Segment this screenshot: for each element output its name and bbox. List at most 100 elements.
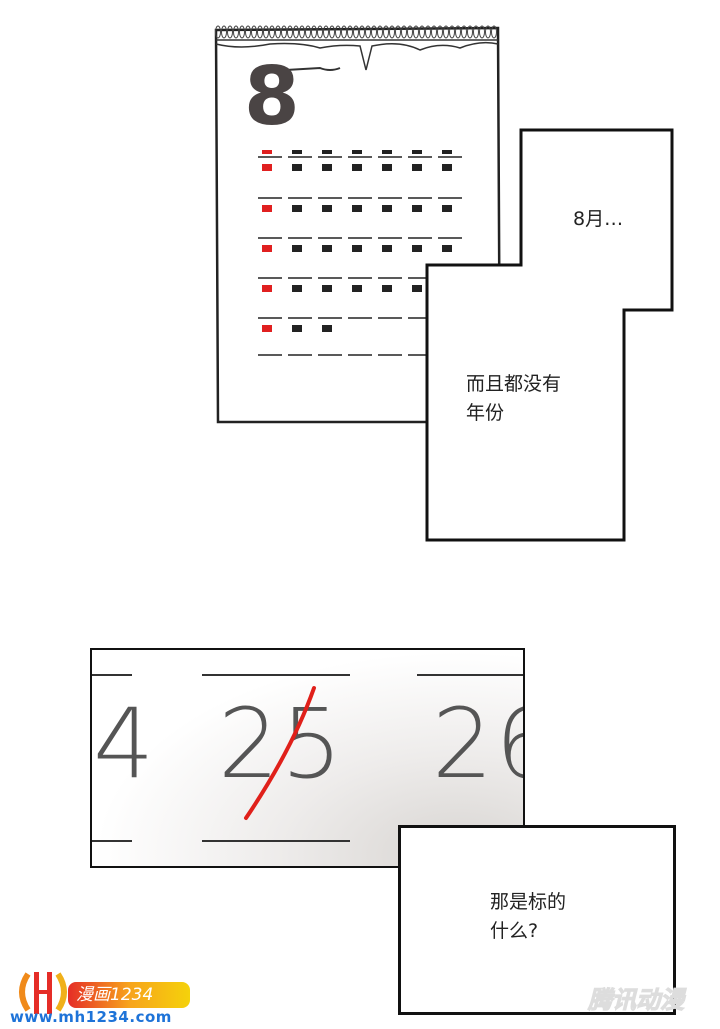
calendar-day-mark — [292, 285, 302, 292]
calendar-day-mark — [382, 205, 392, 212]
spiral-loop — [443, 25, 449, 39]
spiral-loop — [359, 25, 365, 39]
calendar-day-mark — [322, 205, 332, 212]
calendar-day-mark — [442, 245, 452, 252]
spiral-loop — [347, 25, 353, 39]
spiral-loop — [257, 25, 263, 39]
watermark: 腾讯动漫 — [588, 986, 685, 1015]
spiral-loop — [383, 25, 389, 39]
calendar-day-mark — [292, 205, 302, 212]
calendar-day-mark — [412, 150, 422, 154]
calendar-day-mark — [322, 245, 332, 252]
calendar-day-mark — [442, 164, 452, 171]
spiral-loop — [431, 25, 437, 39]
calendar-day-mark — [262, 285, 272, 292]
spiral-loop — [227, 25, 233, 39]
spiral-loop — [269, 25, 275, 39]
calendar-day-mark — [412, 164, 422, 171]
spiral-loop — [311, 25, 317, 39]
spiral-loop — [455, 25, 461, 39]
caption-question: 那是标的 什么? — [490, 891, 567, 942]
spiral-loop — [461, 25, 467, 39]
spiral-loop — [293, 25, 299, 39]
spiral-loop — [245, 25, 251, 39]
calendar-day-mark — [382, 285, 392, 292]
calendar-day-mark — [322, 285, 332, 292]
spiral-loop — [233, 25, 239, 39]
calendar-day-mark — [292, 150, 302, 154]
calendar-day-mark — [412, 205, 422, 212]
calendar-day-mark — [262, 150, 272, 154]
calendar-day-mark — [292, 325, 302, 332]
spiral-loop — [467, 25, 473, 39]
calendar-month-number: 8 — [244, 50, 300, 143]
spiral-loop — [377, 25, 383, 39]
calendar-day-mark — [262, 325, 272, 332]
calendar-day-mark — [352, 205, 362, 212]
spiral-loop — [299, 25, 305, 39]
mh1234-logo-icon — [19, 972, 67, 1014]
spiral-loop — [407, 25, 413, 39]
calendar-day-mark — [352, 285, 362, 292]
calendar-day-mark — [352, 164, 362, 171]
spiral-loop — [365, 25, 371, 39]
calendar-day-mark — [292, 164, 302, 171]
calendar-day-mark — [322, 325, 332, 332]
spiral-loop — [371, 25, 377, 39]
spiral-loop — [335, 25, 341, 39]
calendar-day-mark — [412, 245, 422, 252]
logo-url[interactable]: www.mh1234.com — [10, 1008, 172, 1026]
spiral-loop — [485, 25, 491, 39]
spiral-loop — [251, 25, 257, 39]
caption-box-question — [398, 825, 676, 1015]
spiral-loop — [287, 25, 293, 39]
calendar-day-mark — [262, 205, 272, 212]
spiral-loop — [317, 25, 323, 39]
date-25: 25 — [218, 688, 345, 800]
spiral-loop — [473, 25, 479, 39]
spiral-loop — [263, 25, 269, 39]
spiral-loop — [323, 25, 329, 39]
calendar-day-mark — [262, 245, 272, 252]
spiral-loop — [425, 25, 431, 39]
calendar-day-mark — [352, 245, 362, 252]
calendar-day-mark — [442, 205, 452, 212]
calendar-day-mark — [352, 150, 362, 154]
spiral-loop — [239, 25, 245, 39]
calendar-day-mark — [292, 245, 302, 252]
spiral-loop — [329, 25, 335, 39]
calendar-day-mark — [262, 164, 272, 171]
spiral-loop — [221, 25, 227, 39]
calendar-spiral-binding — [215, 25, 497, 39]
spiral-loop — [401, 25, 407, 39]
red-slash-mark — [244, 686, 316, 820]
spiral-loop — [413, 25, 419, 39]
spiral-loop — [491, 25, 497, 39]
date-26: 26 — [432, 688, 523, 800]
calendar-day-mark — [322, 164, 332, 171]
spiral-loop — [419, 25, 425, 39]
calendar-day-mark — [382, 245, 392, 252]
spiral-loop — [281, 25, 287, 39]
calendar-day-mark — [412, 285, 422, 292]
spiral-loop — [341, 25, 347, 39]
spiral-loop — [305, 25, 311, 39]
spiral-loop — [389, 25, 395, 39]
calendar-day-mark — [382, 150, 392, 154]
spiral-loop — [395, 25, 401, 39]
caption-month: 8月… — [573, 208, 624, 230]
calendar-day-mark — [322, 150, 332, 154]
logo-text: 漫画1234 — [68, 982, 190, 1008]
spiral-loop — [437, 25, 443, 39]
spiral-loop — [275, 25, 281, 39]
caption-no-year: 而且都没有 年份 — [466, 373, 562, 424]
closeup-panel: 24 25 26 — [90, 648, 525, 868]
spiral-loop — [215, 25, 221, 39]
spiral-loop — [449, 25, 455, 39]
calendar-day-mark — [382, 164, 392, 171]
calendar-day-mark — [442, 150, 452, 154]
spiral-loop — [353, 25, 359, 39]
date-24: 24 — [92, 688, 157, 800]
spiral-loop — [479, 25, 485, 39]
